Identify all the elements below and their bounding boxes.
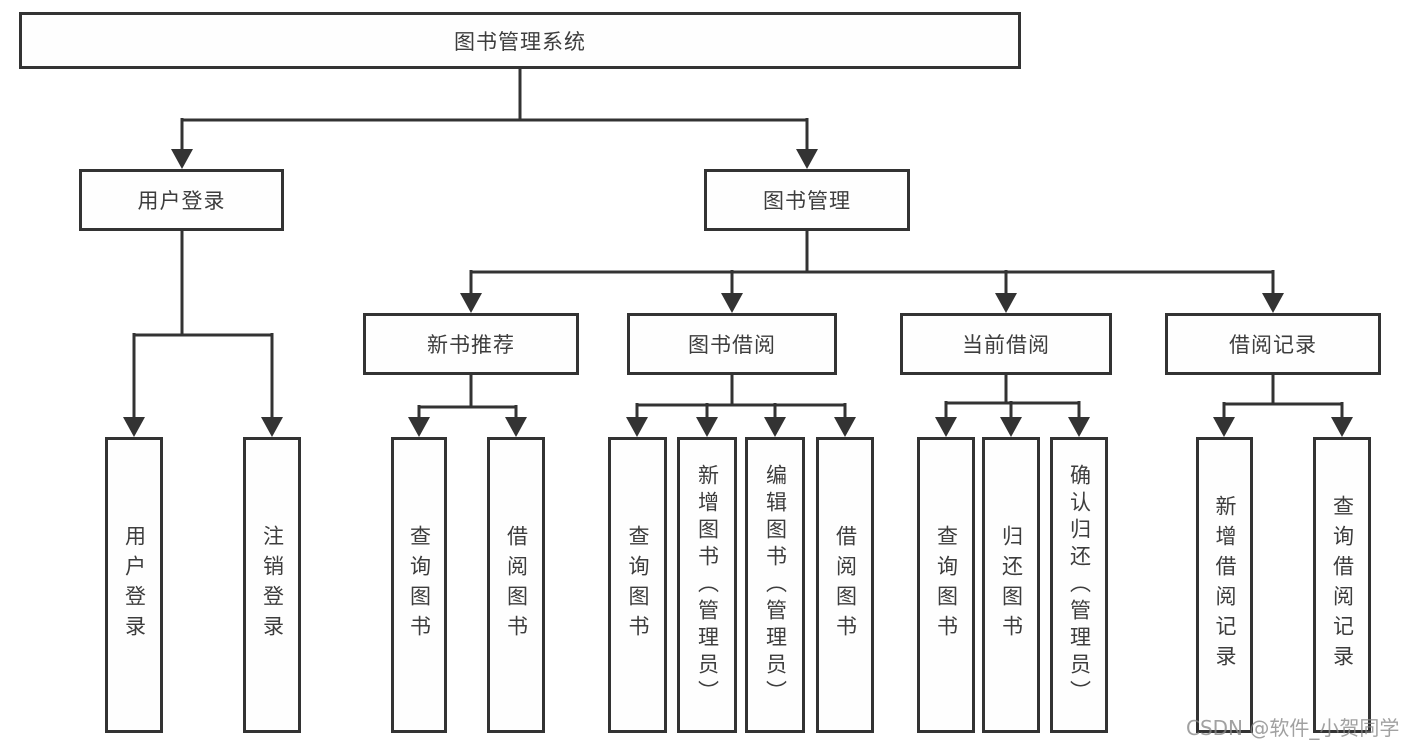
node-system-root: 图书管理系统	[19, 12, 1021, 69]
node-leaf-return-book: 归还图书	[982, 437, 1040, 733]
node-label: 查询图书	[934, 525, 959, 645]
node-label: 用户登录	[137, 189, 226, 213]
csdn-watermark: CSDN @软件_小贺同学	[1186, 716, 1400, 740]
node-leaf-confirm-return-admin: 确认归还（管理员）	[1050, 437, 1108, 733]
node-leaf-user-login: 用户登录	[105, 437, 163, 733]
node-leaf-logout: 注销登录	[243, 437, 301, 733]
node-label: 新增借阅记录	[1213, 495, 1237, 675]
node-current-borrow: 当前借阅	[900, 313, 1112, 375]
node-book-borrow: 图书借阅	[627, 313, 837, 375]
node-borrow-record: 借阅记录	[1165, 313, 1381, 375]
node-label: 图书借阅	[688, 333, 776, 357]
node-label: 查询图书	[626, 525, 650, 645]
node-leaf-recommend-borrow-book: 借阅图书	[487, 437, 545, 733]
node-leaf-query-borrow-record: 查询借阅记录	[1313, 437, 1371, 733]
node-book-management: 图书管理	[704, 169, 910, 231]
node-label: 新增图书（管理员）	[695, 463, 720, 707]
node-label: 借阅图书	[833, 525, 858, 645]
node-new-book-recommend: 新书推荐	[363, 313, 579, 375]
node-user-login: 用户登录	[79, 169, 284, 231]
node-label: 查询图书	[407, 525, 432, 645]
node-leaf-recommend-query-book: 查询图书	[391, 437, 447, 733]
node-leaf-edit-book-admin: 编辑图书（管理员）	[745, 437, 805, 733]
node-label: 归还图书	[999, 525, 1024, 645]
node-leaf-borrow-query-book: 查询图书	[608, 437, 667, 733]
node-leaf-add-book-admin: 新增图书（管理员）	[677, 437, 737, 733]
node-leaf-add-borrow-record: 新增借阅记录	[1196, 437, 1253, 733]
node-label: 注销登录	[260, 525, 285, 645]
node-label: 图书管理系统	[454, 29, 586, 54]
node-leaf-borrow-book: 借阅图书	[816, 437, 874, 733]
node-label: 编辑图书（管理员）	[763, 463, 788, 707]
node-label: 用户登录	[122, 525, 147, 645]
node-label: 图书管理	[763, 189, 851, 213]
node-label: 借阅记录	[1229, 333, 1317, 357]
node-label: 确认归还（管理员）	[1067, 463, 1092, 707]
node-label: 当前借阅	[962, 333, 1050, 357]
node-label: 借阅图书	[504, 525, 529, 645]
arrowhead-icons	[123, 149, 1353, 437]
node-label: 新书推荐	[427, 333, 515, 357]
node-leaf-current-query-book: 查询图书	[917, 437, 975, 733]
node-label: 查询借阅记录	[1330, 495, 1355, 675]
